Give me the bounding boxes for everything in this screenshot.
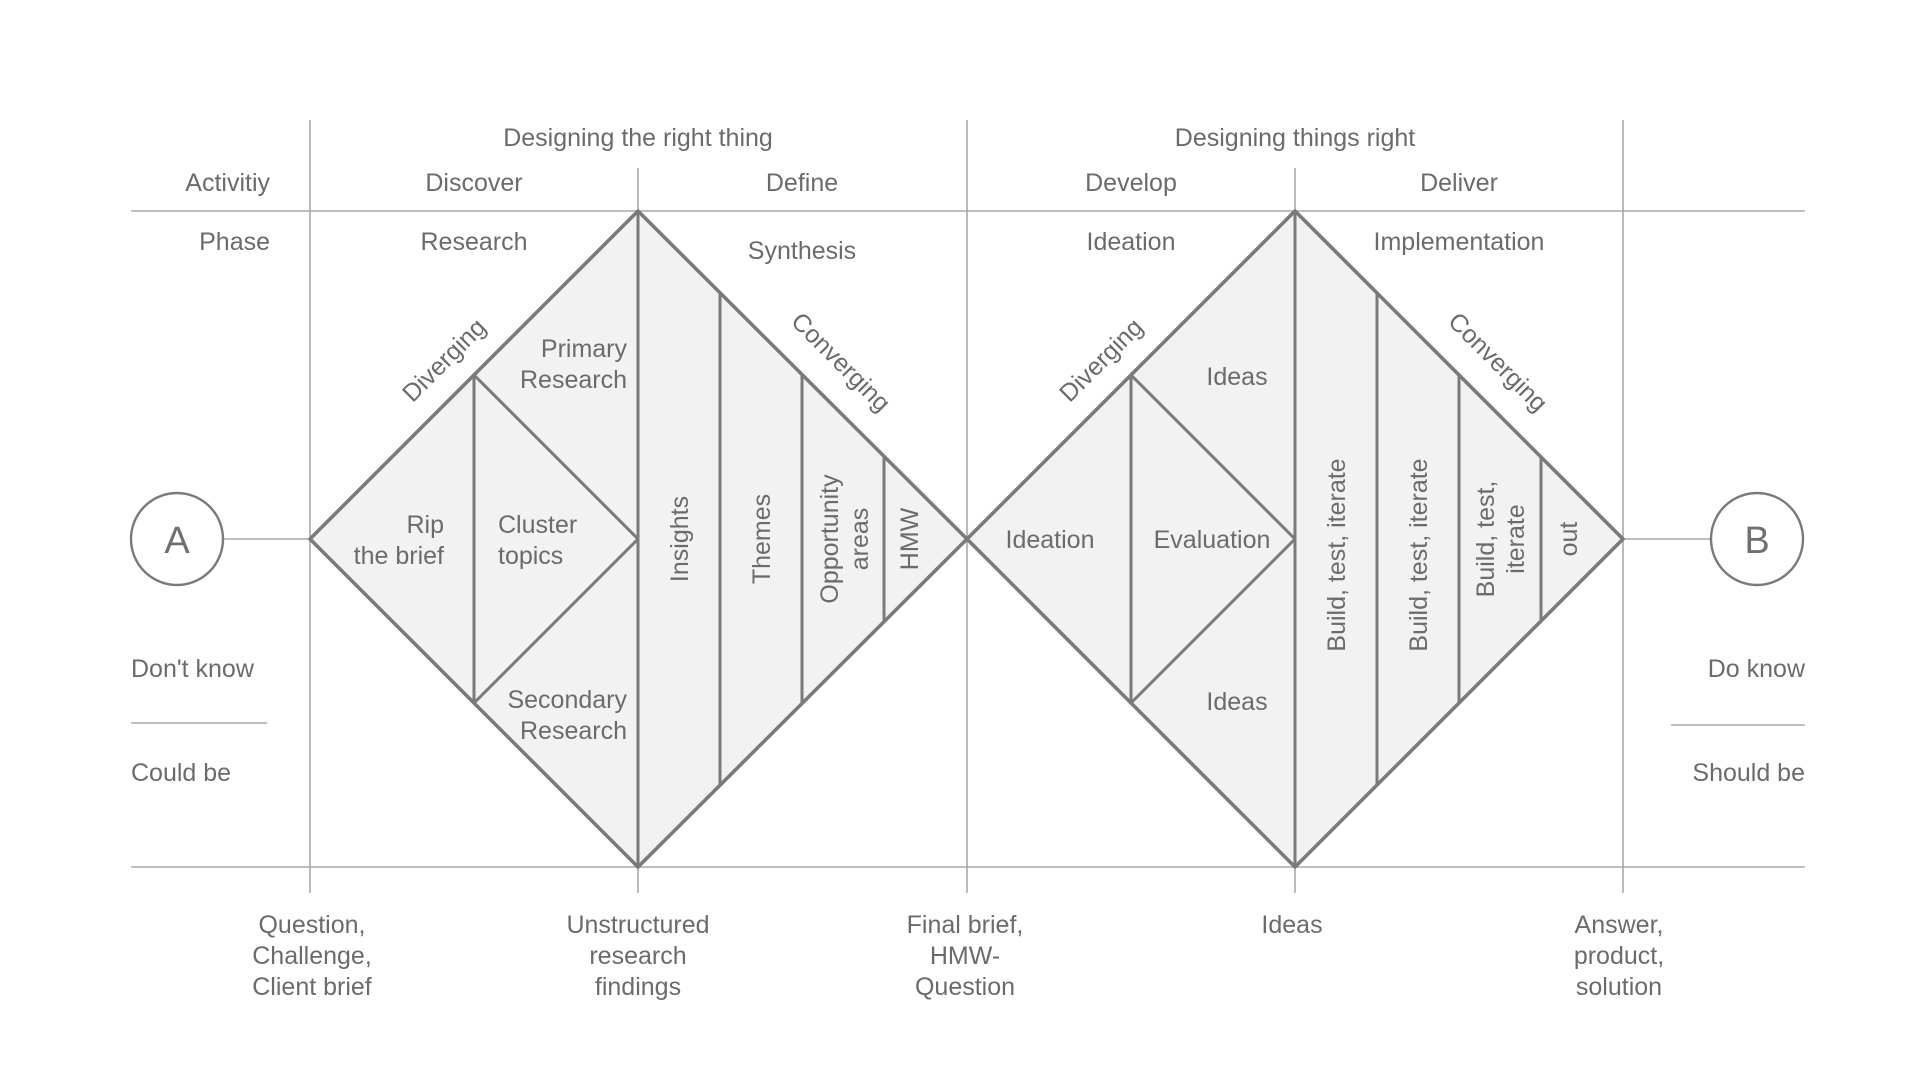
label-cluster-topics-2: topics — [498, 542, 563, 570]
diamond-1-divider-b — [472, 373, 640, 541]
milestone-answer-1: Answer, — [1575, 911, 1664, 939]
diamond-develop-deliver — [965, 209, 1625, 869]
milestone-question-3: Client brief — [252, 973, 372, 1001]
end-letter: B — [1744, 520, 1769, 562]
label-insights: Insights — [666, 496, 694, 582]
milestone-final-brief-1: Final brief, — [907, 911, 1024, 939]
milestone-answer-2: product, — [1574, 942, 1664, 970]
label-ideation-cell: Ideation — [1006, 526, 1095, 554]
milestone-final-brief-2: HMW- — [930, 942, 1000, 970]
row-label-phase: Phase — [199, 228, 270, 256]
label-evaluation: Evaluation — [1154, 526, 1271, 554]
label-out: out — [1555, 522, 1583, 557]
milestone-unstructured-1: Unstructured — [566, 911, 709, 939]
label-build-test-iterate-3b: iterate — [1502, 504, 1530, 573]
phase-research: Research — [421, 228, 528, 256]
milestone-answer-3: solution — [1576, 973, 1662, 1001]
start-letter: A — [164, 520, 190, 562]
stage-deliver: Deliver — [1420, 169, 1498, 197]
milestone-final-brief-3: Question — [915, 973, 1015, 1001]
label-rip-brief-2: the brief — [354, 542, 444, 570]
label-build-test-iterate-1: Build, test, iterate — [1323, 458, 1351, 651]
group-label-left: Designing the right thing — [503, 124, 773, 152]
row-label-activity: Activitiy — [185, 169, 270, 197]
label-ideas-bottom: Ideas — [1206, 688, 1267, 716]
phase-ideation: Ideation — [1087, 228, 1176, 256]
label-build-test-iterate-3a: Build, test, — [1472, 481, 1500, 598]
label-secondary-research-1: Secondary — [507, 686, 627, 714]
label-primary-research-2: Research — [520, 366, 627, 394]
label-rip-brief-1: Rip — [406, 511, 444, 539]
milestone-unstructured-2: research — [589, 942, 686, 970]
note-could-be: Could be — [131, 759, 231, 787]
label-opportunity-areas-1: Opportunity — [816, 474, 844, 604]
label-themes: Themes — [748, 494, 776, 584]
label-primary-research-1: Primary — [541, 335, 628, 363]
note-dont-know: Don't know — [131, 655, 255, 683]
milestone-ideas: Ideas — [1261, 911, 1322, 939]
label-secondary-research-2: Research — [520, 717, 627, 745]
note-should-be: Should be — [1692, 759, 1805, 787]
label-cluster-topics-1: Cluster — [498, 511, 577, 539]
milestone-question-2: Challenge, — [252, 942, 372, 970]
milestone-unstructured-3: findings — [595, 973, 681, 1001]
label-ideas-top: Ideas — [1206, 363, 1267, 391]
stage-discover: Discover — [425, 169, 522, 197]
label-build-test-iterate-2: Build, test, iterate — [1405, 458, 1433, 651]
phase-synthesis: Synthesis — [748, 237, 856, 265]
label-opportunity-areas-2: areas — [846, 508, 874, 571]
phase-implementation: Implementation — [1374, 228, 1545, 256]
diamond-2-divider-b — [1129, 373, 1297, 541]
label-hmw: HMW — [896, 507, 924, 570]
group-label-right: Designing things right — [1175, 124, 1415, 152]
end-circle — [1709, 491, 1805, 587]
stage-define: Define — [766, 169, 838, 197]
milestone-question-1: Question, — [258, 911, 365, 939]
diamond-1-divider-c — [472, 537, 640, 705]
diamond-2-divider-c — [1129, 537, 1297, 705]
stage-develop: Develop — [1085, 169, 1177, 197]
note-do-know: Do know — [1708, 655, 1806, 683]
start-circle — [129, 491, 225, 587]
